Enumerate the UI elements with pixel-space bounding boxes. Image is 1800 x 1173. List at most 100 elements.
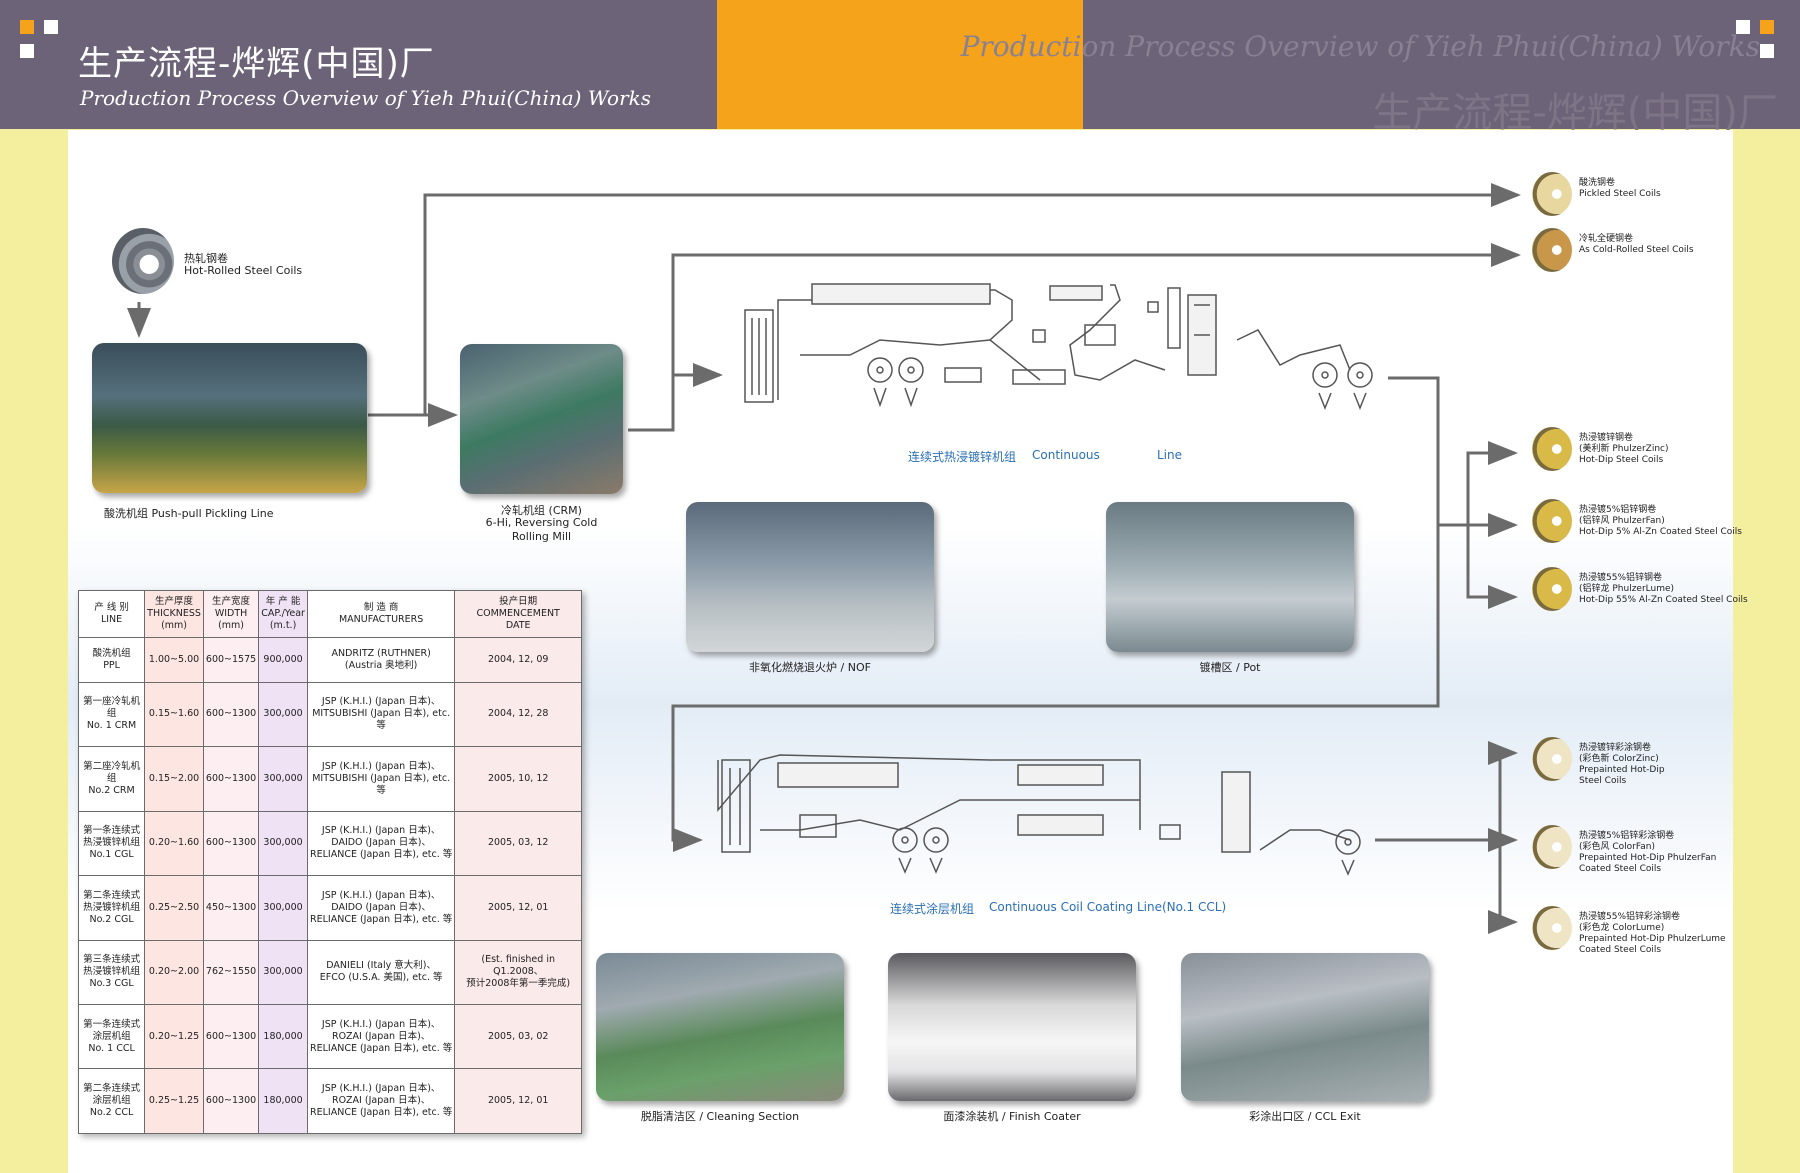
cell-text: 600~1300 (205, 708, 257, 720)
cell-text: MITSUBISHI (Japan 日本), etc. 等 (312, 708, 451, 732)
cell-text: 2005, 03, 02 (487, 1030, 549, 1042)
cell-text: 600~1300 (205, 1095, 257, 1107)
product-label-line: Pickled Steel Coils (1579, 189, 1661, 199)
header-text: LINE (100, 614, 123, 625)
header-text: COMMENCEMENT (476, 608, 560, 619)
cell-text: (Est. finished in Q1.2008、 (481, 954, 555, 978)
cell-text: JSP (K.H.I.) (Japan 日本)、 (321, 760, 441, 772)
cell-text: 涂层机组 (92, 1095, 131, 1107)
cell-date: 2005, 12, 01 (454, 875, 582, 941)
logo-square-icon (1760, 44, 1774, 58)
cell-text: 第一座冷轧机组 (83, 696, 141, 720)
cell-text: No.2 CRM (88, 784, 135, 796)
finish-coater-photo (888, 953, 1136, 1101)
nof-caption: 非氧化燃烧退火炉 / NOF (749, 661, 871, 674)
header-text: (m.t.) (269, 620, 297, 631)
cell-text: 180,000 (263, 1095, 303, 1107)
cell-thickness: 0.20~2.00 (144, 939, 204, 1005)
cell-width: 600~1300 (202, 810, 260, 877)
product-label-line: Hot-Dip 5% Al-Zn Coated Steel Coils (1579, 527, 1742, 537)
product-label-line: 热浸镀55%铝锌彩涂钢卷 (1579, 912, 1681, 922)
ccl-label-en: Continuous Coil Coating Line(No.1 CCL) (989, 900, 1227, 914)
cell-capacity: 300,000 (258, 746, 308, 812)
cell-date: 2005, 12, 01 (454, 1068, 582, 1134)
crm-caption-2: 6-Hi, Reversing Cold (485, 516, 598, 529)
cell-text: No.2 CGL (89, 913, 134, 925)
logo-square-icon (44, 20, 58, 34)
watermark-title-en: Production Process Overview of Yieh Phui… (960, 30, 1760, 63)
cell-text: RELIANCE (Japan 日本), etc. 等 (310, 913, 453, 925)
header-text: (mm) (218, 620, 245, 631)
product-label-line: (铝锌风 PhulzerFan) (1579, 516, 1665, 526)
cell-thickness: 0.20~1.60 (144, 810, 204, 877)
cell-text: No.1 CGL (89, 849, 134, 861)
cell-text: JSP (K.H.I.) (Japan 日本)、 (321, 889, 441, 901)
product-coil-icon (1532, 228, 1572, 272)
header-text: MANUFACTURERS (338, 614, 424, 625)
product-label-line: As Cold-Rolled Steel Coils (1579, 245, 1694, 255)
pot-caption: 镀槽区 / Pot (1199, 661, 1261, 674)
cell-capacity: 300,000 (258, 939, 308, 1005)
product-label: 热浸镀5%铝锌钢卷(铝锌风 PhulzerFan)Hot-Dip 5% Al-Z… (1579, 505, 1742, 538)
cell-text: 热浸镀锌机组 (83, 837, 141, 849)
cell-text: JSP (K.H.I.) (Japan 日本)、 (321, 825, 441, 837)
cell-text: RELIANCE (Japan 日本), etc. 等 (310, 849, 453, 861)
product-label-line: (美利新 PhulzerZinc) (1579, 444, 1669, 454)
cell-manufacturers: JSP (K.H.I.) (Japan 日本)、MITSUBISHI (Japa… (306, 681, 456, 748)
cell-text: 1.00~5.00 (148, 653, 200, 665)
cell-width: 600~1300 (202, 1003, 260, 1070)
product-label-line: Prepainted Hot-Dip (1579, 765, 1665, 775)
header-text: WIDTH (214, 608, 248, 619)
cell-text: 600~1300 (205, 1030, 257, 1042)
cell-text: DANIELI (Italy 意大利)、 (326, 960, 436, 972)
product-label-line: Prepainted Hot-Dip PhulzerFan (1579, 853, 1717, 863)
crm-caption-1: 冷轧机组 (CRM) (501, 504, 582, 517)
cell-date: (Est. finished in Q1.2008、预计2008年第一季完成) (454, 939, 582, 1005)
product-label-line: 热浸镀5%铝锌彩涂钢卷 (1579, 831, 1675, 841)
cell-manufacturers: JSP (K.H.I.) (Japan 日本)、ROZAI (Japan 日本)… (306, 1003, 456, 1070)
input-label-cn: 热轧钢卷 (184, 252, 228, 265)
cell-capacity: 300,000 (258, 875, 308, 941)
cell-width: 762~1550 (202, 939, 260, 1005)
header-text: 生产厚度 (155, 596, 194, 607)
hot-rolled-coil-icon (112, 228, 174, 294)
cell-text: 600~1300 (205, 772, 257, 784)
cell-capacity: 900,000 (258, 637, 308, 683)
cell-text: 热浸镀锌机组 (83, 966, 141, 978)
product-coil-icon (1532, 825, 1572, 869)
finish-coater-caption: 面漆涂装机 / Finish Coater (943, 1110, 1081, 1123)
cell-width: 600~1300 (202, 746, 260, 812)
cell-manufacturers: DANIELI (Italy 意大利)、EFCO (U.S.A. 美国), et… (306, 939, 456, 1005)
header-text: DATE (505, 620, 531, 631)
cell-thickness: 1.00~5.00 (144, 637, 204, 683)
cell-text: 600~1300 (205, 837, 257, 849)
product-label-line: Coated Steel Coils (1579, 864, 1662, 874)
pot-section-photo (1106, 502, 1354, 652)
cell-text: 2005, 12, 01 (487, 1095, 549, 1107)
product-label-line: 热浸镀锌钢卷 (1579, 433, 1634, 443)
cell-date: 2005, 10, 12 (454, 746, 582, 812)
cell-text: 2005, 10, 12 (487, 772, 549, 784)
cell-text: 300,000 (263, 708, 303, 720)
product-label-line: (彩色新 ColorZinc) (1579, 754, 1659, 764)
cell-text: JSP (K.H.I.) (Japan 日本)、 (321, 696, 441, 708)
input-label-en: Hot-Rolled Steel Coils (184, 264, 303, 277)
cell-capacity: 180,000 (258, 1068, 308, 1134)
cell-text: 第一条连续式 (83, 1018, 141, 1030)
cell-text: 180,000 (263, 1030, 303, 1042)
cell-date: 2005, 03, 12 (454, 810, 582, 877)
product-coil-icon (1532, 567, 1572, 611)
cell-text: 第二座冷轧机组 (83, 760, 141, 784)
pickling-line-caption: 酸洗机组 Push-pull Pickling Line (104, 507, 274, 520)
cell-text: 0.25~1.25 (148, 1095, 200, 1107)
cell-thickness: 0.20~1.25 (144, 1003, 204, 1070)
